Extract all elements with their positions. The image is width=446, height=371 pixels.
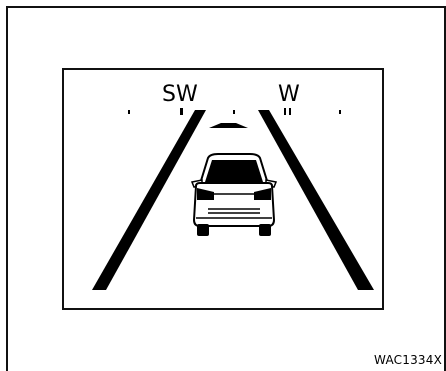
compass-tick <box>128 110 130 114</box>
heading-label-sw: SW <box>162 82 198 107</box>
compass-scale: SW W <box>128 82 341 115</box>
direction-marker-icon <box>209 123 248 128</box>
compass-tick-w <box>289 108 291 115</box>
compass-tick-sw <box>180 108 183 115</box>
compass-tick <box>233 110 235 114</box>
lane-line-left <box>92 110 206 290</box>
figure-code: WAC1334X <box>374 353 442 367</box>
display-graphic: SW W <box>64 70 382 308</box>
car-rear-icon <box>192 154 276 236</box>
compass-tick-w <box>284 108 286 115</box>
lane-line-right <box>258 110 374 290</box>
heading-label-w: W <box>278 82 300 107</box>
compass-tick <box>339 110 341 114</box>
navigation-display: SW W <box>62 68 384 310</box>
